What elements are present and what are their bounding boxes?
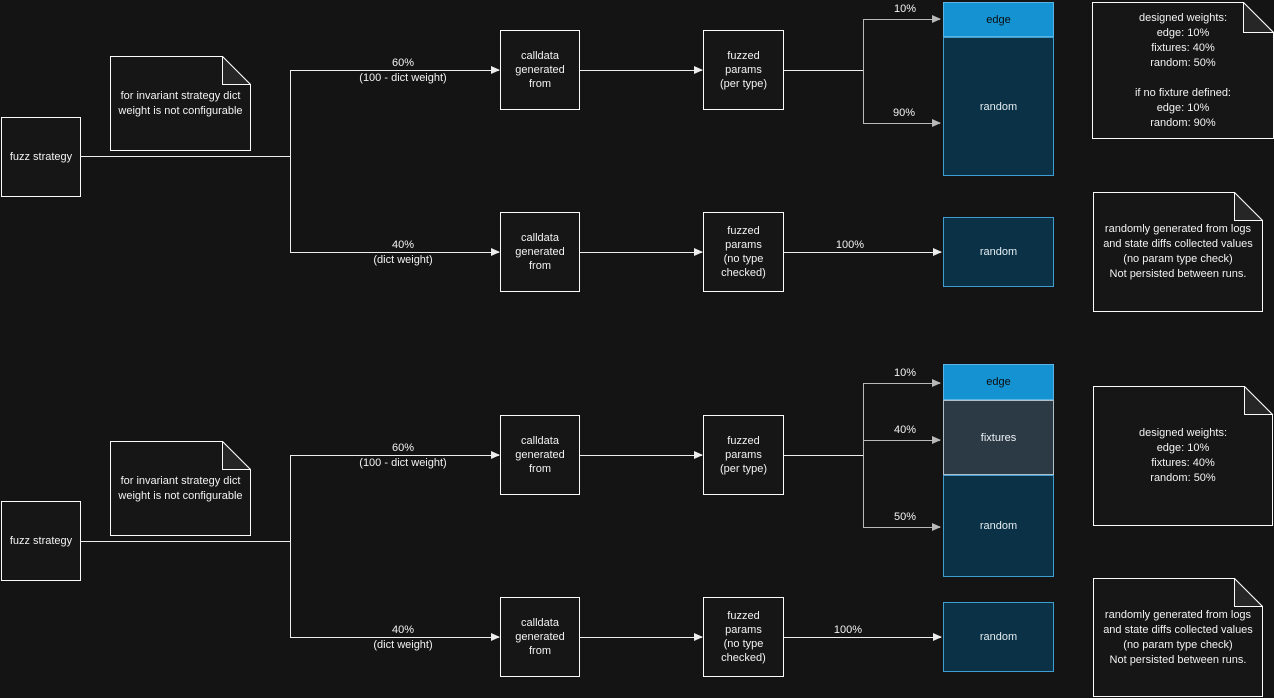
fuzzed-params-dict-node-bottom: fuzzed params (no type checked) (703, 597, 784, 677)
arrow-calldata-to-params-dict-bottom (580, 633, 703, 641)
invariant-note-text: for invariant strategy dict weight is no… (118, 89, 243, 117)
connector-source-stem-top (80, 156, 290, 157)
random-outcome-weight-bottom: 50% (893, 511, 917, 523)
dict-branch-weight-bottom: 40% (391, 624, 415, 636)
connector-params-to-bracket-top (784, 70, 863, 71)
arrow-random-outcome-top (863, 119, 941, 127)
arrow-calldata-to-params-dict-top (580, 248, 703, 256)
edge-outcome-weight-top: 10% (893, 3, 917, 15)
fuzz-strategy-node-top: fuzz strategy (1, 117, 81, 197)
random-dict-node-bottom: random (943, 602, 1054, 672)
fuzzed-params-typed-node-top: fuzzed params (per type) (703, 30, 784, 110)
invariant-note-text: for invariant strategy dict weight is no… (118, 474, 243, 502)
fuzzed-params-typed-node-bottom: fuzzed params (per type) (703, 415, 784, 495)
note-shape (110, 441, 251, 536)
fixtures-outcome-weight-bottom: 40% (893, 424, 917, 436)
bracket-vertical-top (863, 19, 864, 124)
dict-branch-formula-top: (dict weight) (373, 254, 433, 266)
typed-branch-formula-top: (100 - dict weight) (359, 72, 447, 84)
arrow-calldata-to-params-typed-bottom (580, 451, 703, 459)
arrow-dict-branch-bottom (290, 633, 500, 641)
arrow-random-outcome-bottom (863, 523, 941, 531)
arrow-dict-branch-top (290, 248, 500, 256)
note-shape (1093, 192, 1263, 312)
bracket-vertical-bottom (863, 383, 864, 528)
typed-branch-formula-bottom: (100 - dict weight) (359, 457, 447, 469)
random-outcome-node-bottom: random (943, 475, 1054, 577)
note-shape (110, 56, 251, 151)
connector-source-stem-bottom (80, 541, 290, 542)
dict-outcome-weight-top: 100% (835, 239, 865, 251)
arrow-typed-branch-bottom (290, 451, 500, 459)
invariant-note-bottom: for invariant strategy dict weight is no… (110, 441, 251, 536)
weights-note-text: designed weights: edge: 10% fixtures: 40… (1138, 427, 1228, 484)
arrow-params-to-random-top (784, 248, 942, 256)
random-note-text: randomly generated from logs and state d… (1103, 608, 1253, 666)
calldata-typed-node-top: calldata generated from (500, 30, 580, 110)
calldata-dict-node-top: calldata generated from (500, 212, 580, 292)
note-shape (1093, 386, 1273, 526)
calldata-typed-node-bottom: calldata generated from (500, 415, 580, 495)
note-shape (1093, 578, 1263, 697)
arrow-fixtures-outcome-bottom (863, 436, 941, 444)
random-note-text: randomly generated from logs and state d… (1103, 223, 1253, 280)
invariant-note-top: for invariant strategy dict weight is no… (110, 56, 251, 151)
connector-params-to-bracket-bottom (784, 455, 863, 456)
edge-outcome-node-top: edge (943, 2, 1054, 37)
arrow-params-to-random-bottom (784, 633, 942, 641)
random-outcome-weight-top: 90% (892, 107, 916, 119)
fuzzed-params-dict-node-top: fuzzed params (no type checked) (703, 212, 784, 292)
connector-branch-split-bottom (290, 455, 291, 638)
arrow-calldata-to-params-typed-top (580, 66, 703, 74)
fuzz-strategy-node-bottom: fuzz strategy (1, 501, 81, 581)
note-shape (1092, 2, 1274, 139)
typed-branch-weight-bottom: 60% (391, 442, 415, 454)
weights-note-bottom: designed weights: edge: 10% fixtures: 40… (1093, 386, 1273, 526)
calldata-dict-node-bottom: calldata generated from (500, 597, 580, 677)
weights-note-text: designed weights: edge: 10% fixtures: 40… (1134, 11, 1231, 129)
random-note-bottom: randomly generated from logs and state d… (1093, 578, 1263, 697)
edge-outcome-node-bottom: edge (943, 364, 1054, 400)
random-dict-node-top: random (943, 217, 1054, 287)
connector-branch-split-top (290, 70, 291, 253)
dict-branch-weight-top: 40% (391, 239, 415, 251)
arrow-edge-outcome-bottom (863, 379, 941, 387)
dict-branch-formula-bottom: (dict weight) (373, 639, 433, 651)
dict-outcome-weight-bottom: 100% (833, 624, 863, 636)
weights-note-top: designed weights: edge: 10% fixtures: 40… (1092, 2, 1274, 139)
random-note-top: randomly generated from logs and state d… (1093, 192, 1263, 312)
arrow-edge-outcome-top (863, 15, 941, 23)
arrow-typed-branch-top (290, 66, 500, 74)
fixtures-outcome-node-bottom: fixtures (943, 400, 1054, 475)
random-outcome-node-top: random (943, 37, 1054, 176)
edge-outcome-weight-bottom: 10% (893, 367, 917, 379)
typed-branch-weight-top: 60% (391, 57, 415, 69)
